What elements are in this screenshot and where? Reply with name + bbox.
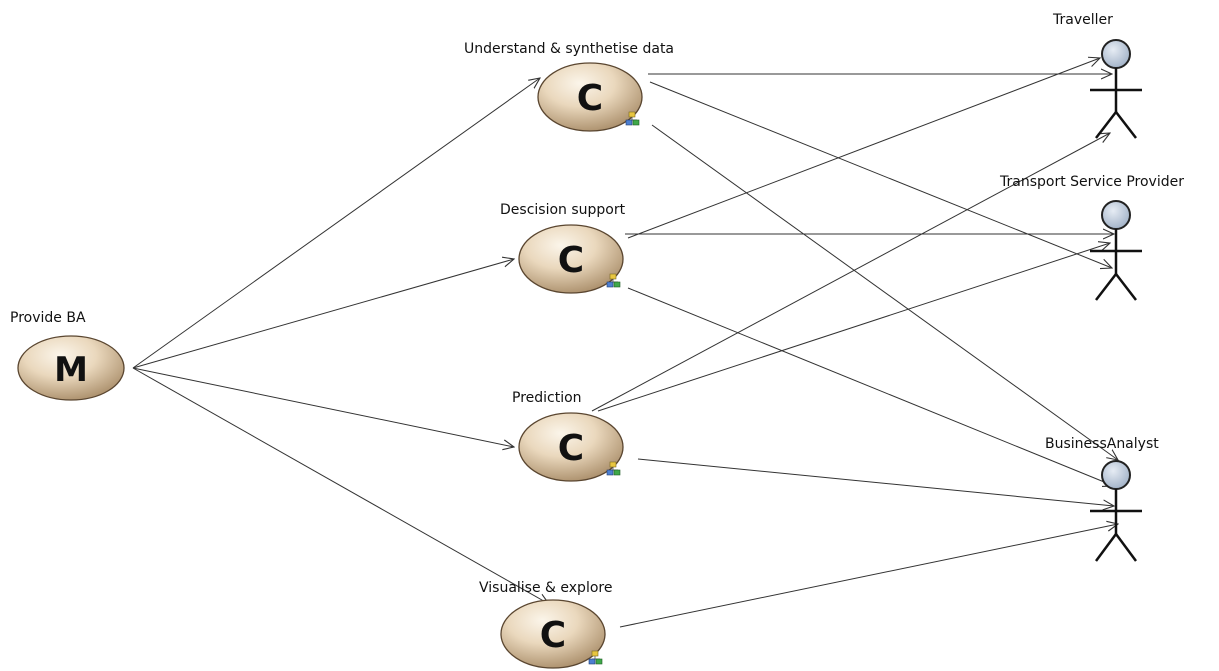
edge-visualise-to-analyst — [619, 524, 1118, 628]
actor-transport-service-provider[interactable] — [1090, 200, 1142, 301]
node-prediction-letter: C — [558, 428, 584, 469]
hierarchy-badge-icon — [625, 111, 640, 126]
edge-understand-to-analyst — [651, 124, 1118, 460]
node-understand-ellipse — [537, 62, 643, 132]
edge-provide-ba-to-understand — [132, 78, 540, 369]
node-understand[interactable]: C — [537, 62, 643, 132]
node-visualise[interactable]: C — [500, 599, 606, 669]
node-provide-ba-label: Provide BA — [10, 310, 86, 326]
edge-decision-to-analyst — [627, 287, 1114, 486]
node-understand-label: Understand & synthetise data — [464, 41, 675, 57]
node-decision-ellipse — [518, 224, 624, 294]
edge-provide-ba-to-prediction — [132, 367, 514, 447]
edge-prediction-to-transport — [597, 243, 1110, 412]
node-provide-ba[interactable]: M — [17, 335, 125, 401]
node-decision-letter: C — [558, 240, 584, 281]
node-decision[interactable]: C — [518, 224, 624, 294]
hierarchy-badge-icon — [606, 461, 621, 476]
node-prediction-ellipse — [518, 412, 624, 482]
node-provide-ba-ellipse — [17, 335, 125, 401]
edge-understand-to-transport — [649, 81, 1112, 268]
actor-business-analyst[interactable] — [1090, 460, 1142, 562]
node-prediction-label: Prediction — [512, 390, 582, 406]
node-visualise-label: Visualise & explore — [479, 580, 613, 596]
actor-business-analyst-label: BusinessAnalyst — [1045, 436, 1159, 452]
node-decision-label: Descision support — [500, 202, 626, 218]
edge-prediction-to-traveller — [591, 133, 1110, 412]
edge-provide-ba-to-visualise — [132, 367, 549, 604]
actor-head-icon — [1101, 200, 1131, 230]
node-prediction[interactable]: C — [518, 412, 624, 482]
edge-prediction-to-analyst — [637, 458, 1114, 506]
actor-head-icon — [1101, 39, 1131, 69]
node-visualise-ellipse — [500, 599, 606, 669]
edges — [132, 58, 1118, 628]
actor-traveller[interactable] — [1090, 39, 1142, 139]
hierarchy-badge-icon — [588, 650, 603, 665]
hierarchy-badge-icon — [606, 273, 621, 288]
actor-traveller-label: Traveller — [1053, 12, 1113, 28]
actor-transport-service-provider-label: Transport Service Provider — [1000, 174, 1184, 190]
actor-head-icon — [1101, 460, 1131, 490]
node-provide-ba-letter: M — [54, 350, 88, 390]
edge-decision-to-traveller — [627, 58, 1100, 239]
node-visualise-letter: C — [540, 615, 566, 656]
edge-provide-ba-to-decision — [132, 259, 514, 369]
node-understand-letter: C — [577, 78, 603, 119]
